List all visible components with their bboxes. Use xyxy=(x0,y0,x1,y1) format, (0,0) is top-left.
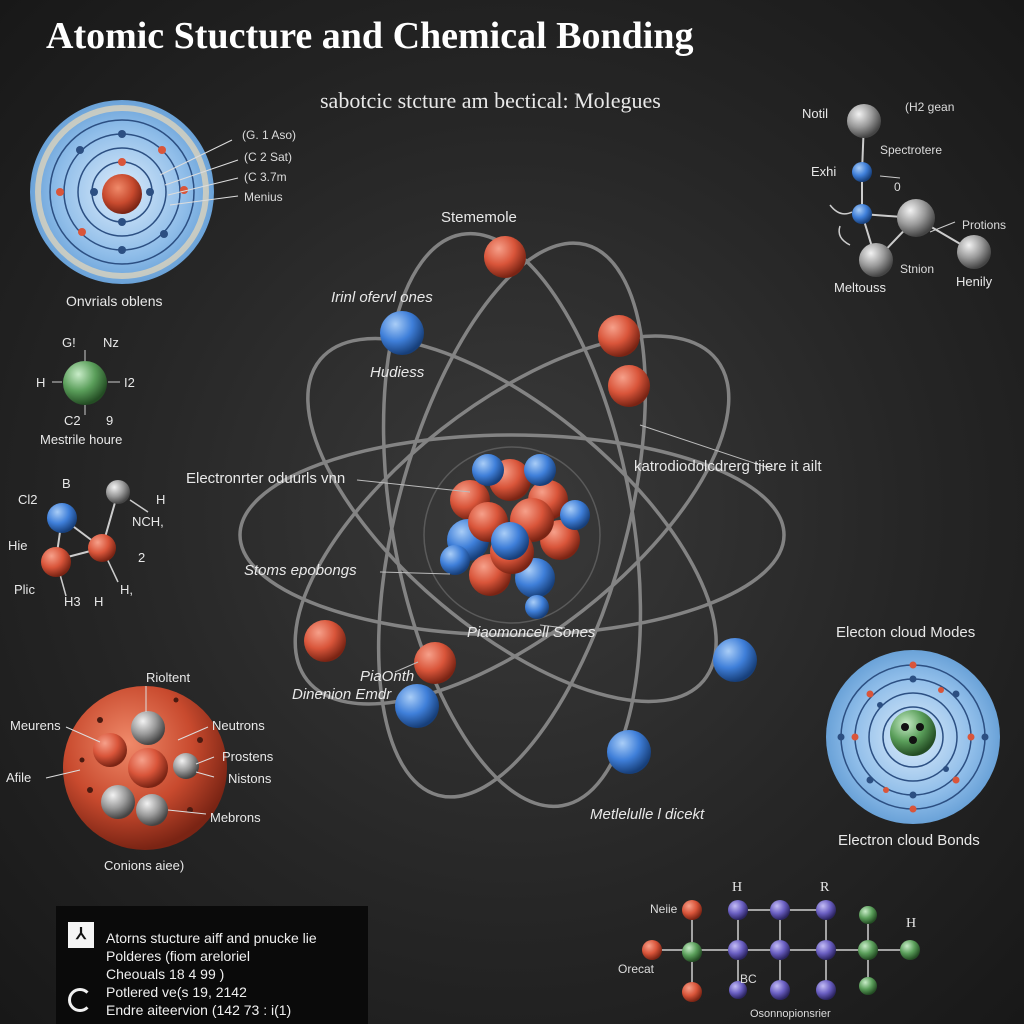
page-subtitle: sabotcic stcture am bectical: Molegues xyxy=(320,88,661,113)
molecule-label: H xyxy=(36,375,46,390)
notes-line: Endre aiteervion (142 73 : i(1) xyxy=(106,1002,292,1018)
gray-molecule-label: Exhi xyxy=(811,164,837,179)
notes-box: ⅄ Atorns stucture aiff and pnucke lie Po… xyxy=(56,906,368,1024)
chain-label: R xyxy=(820,880,830,895)
atom-label-pia: PiaOnth xyxy=(360,668,415,685)
ring-molecule xyxy=(41,480,149,597)
chain-molecule xyxy=(642,900,920,1002)
molecule-label: I2 xyxy=(124,375,135,390)
chain-label: Neiie xyxy=(650,902,678,916)
atom-label-left: Electronrter oduurls vnn xyxy=(186,470,346,487)
ring-label: 2 xyxy=(138,550,146,565)
orbital-disk xyxy=(30,100,239,284)
atom-label-bottom: Metlelulle l dicekt xyxy=(590,806,705,823)
gray-molecule-label: Henily xyxy=(956,274,993,289)
chain-label: H xyxy=(906,916,917,931)
electron-cloud-disk xyxy=(826,650,1000,824)
ring-label: H3 xyxy=(64,594,81,609)
gray-molecule xyxy=(829,104,991,277)
molecule-label: Nz xyxy=(103,335,119,350)
nucleus-label: Rioltent xyxy=(146,670,191,685)
gray-molecule-label: 0 xyxy=(894,180,901,194)
green-molecule xyxy=(52,350,120,415)
nucleus-label: Neutrons xyxy=(212,718,265,733)
cloud-caption: Electron cloud Bonds xyxy=(838,832,980,849)
atom-label-nucleus: Hudiess xyxy=(370,364,425,381)
atom-label-orbit: Irinl ofervl ones xyxy=(331,289,433,306)
gray-molecule-label: Spectrotere xyxy=(880,143,943,157)
nucleus-label: Afile xyxy=(6,770,32,785)
ring-label: Cl2 xyxy=(18,492,38,507)
ring-label: Hie xyxy=(8,538,28,553)
ring-label: B xyxy=(62,476,71,491)
nucleus-label: Prostens xyxy=(222,749,274,764)
ring-label: H xyxy=(94,594,104,609)
molecule-label: G! xyxy=(62,335,76,350)
orbital-caption: Onvrials oblens xyxy=(66,293,163,309)
orbital-label: (G. 1 Aso) xyxy=(242,128,297,142)
nucleus-label: Meurens xyxy=(10,718,61,733)
notes-line: Atorns stucture aiff and pnucke lie xyxy=(106,930,317,946)
orbital-label: (C 3.7m xyxy=(244,170,287,184)
notes-line: Polderes (fiom areloriel xyxy=(106,948,250,964)
nucleus-sphere xyxy=(45,686,227,850)
molecule-icon: ⅄ xyxy=(68,922,94,948)
chain-label: Osonnopionsrier xyxy=(750,1008,831,1020)
gray-molecule-label: Meltouss xyxy=(834,280,887,295)
atom-label-stoms: Stoms epobongs xyxy=(244,562,357,579)
gray-molecule-label: Protions xyxy=(962,218,1007,232)
atom-label-bottom-center: Piaomoncell Sones xyxy=(467,624,596,641)
ring-label: H, xyxy=(120,582,133,597)
ring-label: Plic xyxy=(14,582,35,597)
molecule-caption: Mestrile houre xyxy=(40,432,123,447)
gray-molecule-label: Notil xyxy=(802,106,829,121)
nucleus-caption: Conions aiee) xyxy=(104,858,185,873)
ring-label: H xyxy=(156,492,166,507)
ring-label: NCH, xyxy=(132,514,164,529)
orbital-label: Menius xyxy=(244,190,283,204)
chain-label: H xyxy=(732,880,743,895)
atom-label-top: Stememole xyxy=(441,209,517,226)
notes-line: Cheouals 18 4 99 ) xyxy=(106,966,225,982)
chain-label: BC xyxy=(740,972,757,986)
gray-molecule-label: Stnion xyxy=(900,262,935,276)
gray-molecule-label: (H2 gean xyxy=(905,100,955,114)
page-title: Atomic Stucture and Chemical Bonding xyxy=(46,15,694,57)
molecule-label: C2 xyxy=(64,413,81,428)
orbital-label: (C 2 Sat) xyxy=(244,150,293,164)
nucleus-label: Mebrons xyxy=(210,810,261,825)
nucleus-label: Nistons xyxy=(228,771,272,786)
chain-label: Orecat xyxy=(618,962,655,976)
atom-label-dimension: Dinenion Emdr xyxy=(292,686,392,703)
cloud-title: Electon cloud Modes xyxy=(836,624,976,641)
central-atom xyxy=(238,231,786,809)
refresh-icon xyxy=(68,988,92,1012)
atom-label-right: katrodiodolcdrerg tjiere it ailt xyxy=(634,458,822,475)
molecule-label: 9 xyxy=(106,413,114,428)
notes-line: Potlered ve(s 19, 2142 xyxy=(106,984,247,1000)
